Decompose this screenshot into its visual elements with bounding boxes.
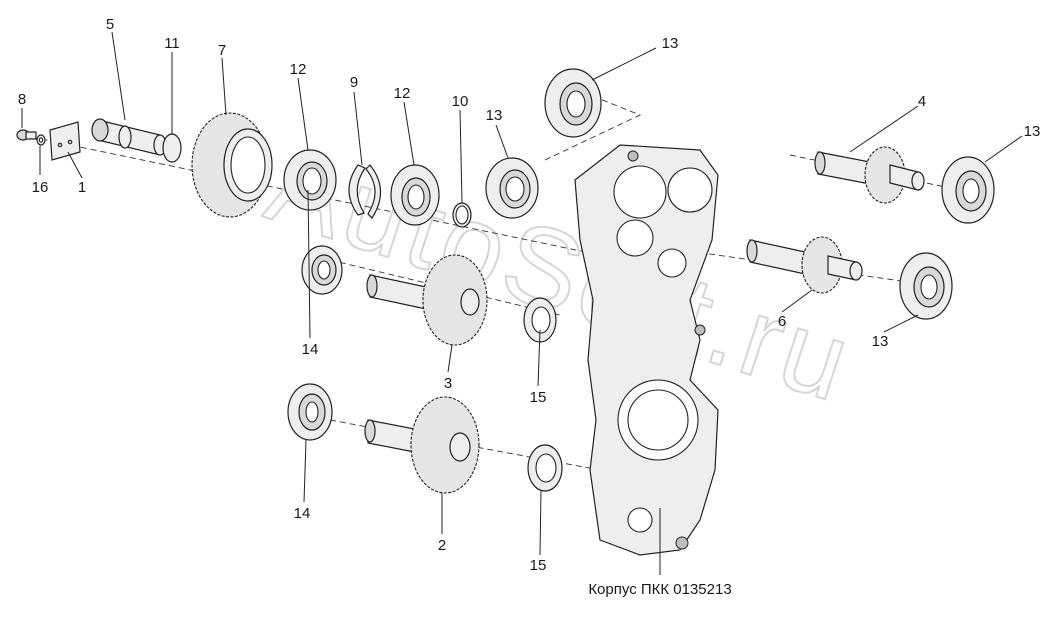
callout-6: 6 (778, 313, 786, 330)
callout-13b: 13 (662, 35, 679, 52)
callout-2: 2 (438, 537, 446, 554)
callout-14b: 14 (294, 505, 311, 522)
callout-12b: 12 (394, 85, 411, 102)
callout-11: 11 (164, 35, 180, 52)
part-3-shaft-gear (366, 254, 488, 346)
part-13-bearing-b (544, 68, 602, 138)
watermark: AutoSoft.ru (254, 120, 867, 426)
callout-7: 7 (218, 42, 226, 59)
callout-5: 5 (106, 16, 114, 33)
callout-13c: 13 (1024, 123, 1041, 140)
callout-1: 1 (78, 179, 86, 196)
housing-caption: Корпус ПКК 0135213 (588, 581, 731, 598)
callout-labels: 8 16 1 5 11 7 12 9 12 10 13 13 4 13 6 13… (18, 16, 1041, 574)
part-8-bolt (16, 129, 37, 141)
callout-9: 9 (350, 74, 358, 91)
callout-13a: 13 (486, 107, 503, 124)
callout-12a: 12 (290, 61, 307, 78)
part-12-bearing-b (390, 164, 440, 226)
callout-4: 4 (918, 93, 926, 110)
callout-14a: 14 (302, 341, 319, 358)
callout-8: 8 (18, 91, 26, 108)
part-15-seal-b (527, 444, 563, 492)
part-9-snap-ring (348, 164, 366, 216)
part-16-washer (36, 134, 46, 146)
part-4-shaft-gear (814, 146, 925, 204)
part-14-seal-a (301, 245, 343, 295)
callout-15b: 15 (530, 557, 547, 574)
part-1-plate (49, 121, 81, 161)
part-11-ring (162, 133, 182, 163)
callout-3: 3 (444, 375, 452, 392)
housing (574, 144, 719, 556)
part-6-shaft-gear (746, 236, 863, 294)
leader-lines (21, 31, 1023, 575)
part-13-bearing-c (941, 156, 995, 224)
part-2-shaft-gear (364, 396, 480, 494)
callout-16: 16 (32, 179, 49, 196)
part-7-gear (191, 112, 273, 218)
part-13-bearing-a (485, 157, 539, 219)
part-12-bearing-a (283, 149, 337, 211)
callout-13d: 13 (872, 333, 889, 350)
part-13-bearing-d (899, 252, 953, 320)
part-14-seal-b (287, 383, 333, 441)
callout-10: 10 (452, 93, 469, 110)
callout-15a: 15 (530, 389, 547, 406)
part-5-bushing (91, 118, 167, 156)
